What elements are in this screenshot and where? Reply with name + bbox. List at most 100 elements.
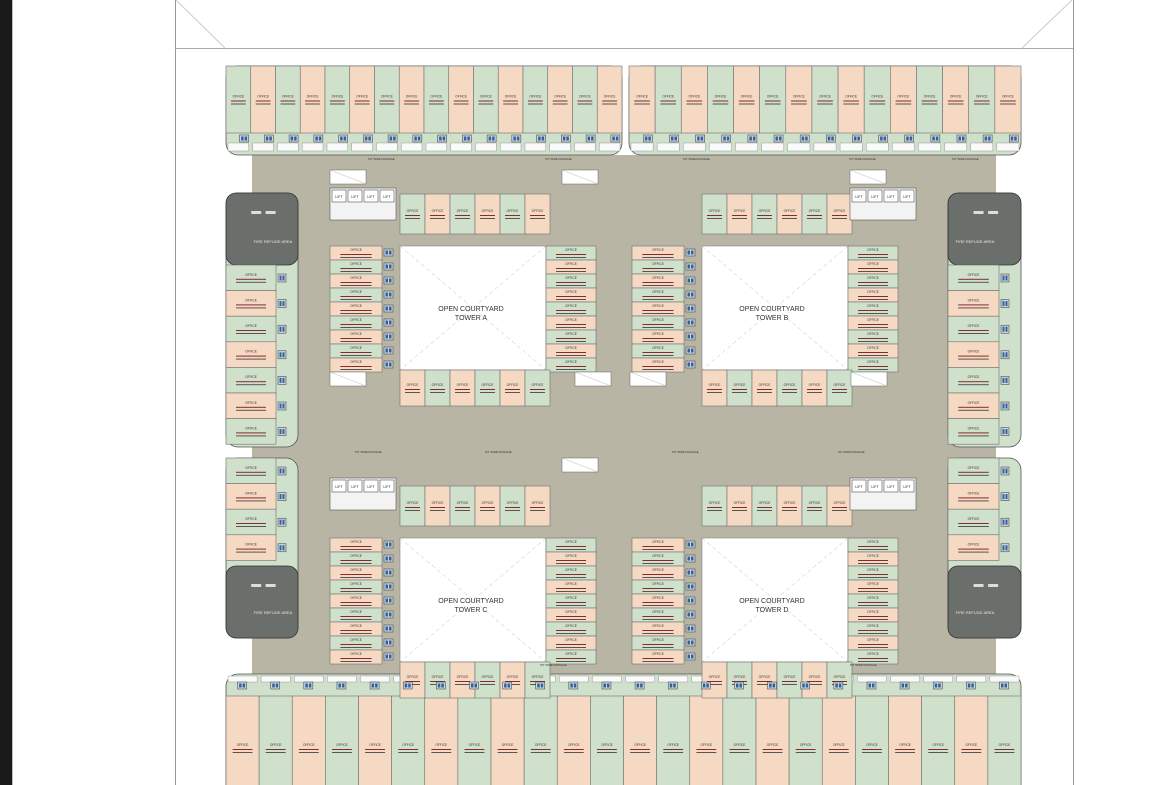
office-unit	[374, 65, 400, 134]
washroom	[685, 318, 696, 327]
bottom-office: OFFICE	[888, 695, 922, 785]
lift-car	[347, 189, 363, 203]
refuge-bench	[973, 584, 984, 587]
ring-b-bottom: OFFICE	[726, 369, 753, 407]
washroom-fixture	[831, 136, 834, 141]
washroom-fixture	[1002, 352, 1005, 358]
office-unit-label: OFFICE	[793, 95, 805, 99]
office-unit-label: OFFICE	[245, 543, 257, 547]
office-unit	[225, 508, 277, 536]
washroom	[277, 350, 287, 360]
office-unit-label: OFFICE	[407, 501, 419, 505]
top-passage-cell	[376, 142, 398, 152]
office-unit-label: OFFICE	[350, 596, 362, 600]
office-unit-dims	[958, 333, 989, 334]
office-unit-label: OFFICE	[871, 95, 883, 99]
washroom-fixture	[385, 306, 388, 311]
washroom-fixture	[389, 306, 392, 311]
office-unit-label: OFFICE	[652, 360, 664, 364]
washroom	[1000, 427, 1010, 436]
office-unit	[916, 65, 943, 134]
office-unit-dims	[958, 500, 989, 502]
top-passage-cell	[996, 142, 1020, 152]
office-unit-dims	[732, 510, 747, 511]
office-unit-area	[332, 749, 352, 750]
ring-a-right: OFFICE	[545, 259, 597, 275]
office-unit-label: OFFICE	[968, 401, 980, 405]
office-unit-dims	[340, 271, 372, 272]
side-office: OFFICE	[225, 508, 277, 536]
office-unit-dims	[762, 752, 783, 753]
washroom	[685, 638, 696, 647]
washroom-fixture	[1002, 301, 1005, 307]
ring-a-left: OFFICE	[329, 315, 383, 331]
washroom-fixture	[615, 136, 619, 141]
washroom-fixture	[735, 683, 739, 688]
washroom	[436, 681, 446, 690]
courtyard-diagonal	[399, 245, 547, 371]
washroom-fixture	[687, 292, 690, 297]
office-unit-label: OFFICE	[688, 95, 700, 99]
top-passage-cell	[918, 142, 941, 152]
bottom-passage-cell	[360, 675, 390, 683]
washroom	[685, 346, 696, 355]
office-unit	[398, 65, 425, 134]
office-unit-area	[480, 389, 495, 390]
bottom-washroom	[469, 681, 479, 690]
top-washroom	[561, 134, 571, 143]
office-unit-label: OFFICE	[482, 501, 494, 505]
washroom-fixture	[901, 683, 905, 688]
office-unit-dims	[828, 752, 849, 753]
washroom	[270, 681, 280, 690]
office-unit-dims	[642, 355, 674, 356]
ring-d-left: OFFICE	[631, 635, 685, 651]
washroom-fixture	[265, 136, 269, 141]
washroom-fixture	[691, 584, 694, 589]
ring-a-top: OFFICE	[474, 193, 501, 235]
washroom	[568, 681, 579, 690]
washroom	[1000, 324, 1010, 334]
office-unit-area	[762, 749, 783, 750]
side-office: OFFICE	[947, 315, 1000, 343]
office-unit-dims	[453, 103, 469, 105]
washroom-fixture	[691, 320, 694, 325]
bottom-office: OFFICE	[623, 695, 657, 785]
office-unit-dims	[858, 591, 888, 592]
washroom-fixture	[726, 136, 730, 141]
washroom-fixture	[1005, 429, 1008, 435]
office-unit-dims	[329, 103, 345, 105]
office-unit-area	[686, 100, 703, 102]
washroom	[561, 134, 571, 143]
washroom-fixture	[467, 136, 470, 141]
ring-d-right: OFFICE	[847, 565, 899, 581]
office-unit	[707, 65, 734, 134]
ring-d-left: OFFICE	[631, 649, 685, 665]
office-unit-dims	[505, 510, 520, 511]
washroom	[601, 681, 612, 690]
washroom-fixture	[282, 301, 285, 307]
washroom	[383, 638, 394, 647]
washroom	[685, 332, 696, 341]
office-unit-dims	[663, 752, 684, 753]
office-unit-area	[843, 100, 859, 102]
office-unit-dims	[958, 384, 989, 386]
washroom-fixture	[1005, 468, 1008, 474]
bottom-office: OFFICE	[490, 695, 525, 785]
office-unit-dims	[340, 633, 372, 634]
office-unit-area	[398, 749, 419, 750]
bottom-washroom	[966, 681, 976, 690]
ring-a-top: OFFICE	[524, 193, 551, 235]
top-office: OFFICE	[628, 65, 656, 134]
office-unit-label: OFFICE	[407, 675, 419, 679]
office-unit-dims	[497, 752, 518, 753]
ring-b-top: OFFICE	[701, 193, 728, 235]
top-washroom	[982, 134, 993, 143]
office-unit-area	[236, 330, 266, 331]
ring-a-wash	[383, 262, 394, 271]
ring-d-right: OFFICE	[847, 649, 899, 665]
office-unit-label: OFFICE	[245, 324, 257, 328]
office-unit-area	[738, 100, 755, 102]
washroom-fixture	[389, 598, 392, 603]
office-unit-label: OFFICE	[898, 95, 910, 99]
